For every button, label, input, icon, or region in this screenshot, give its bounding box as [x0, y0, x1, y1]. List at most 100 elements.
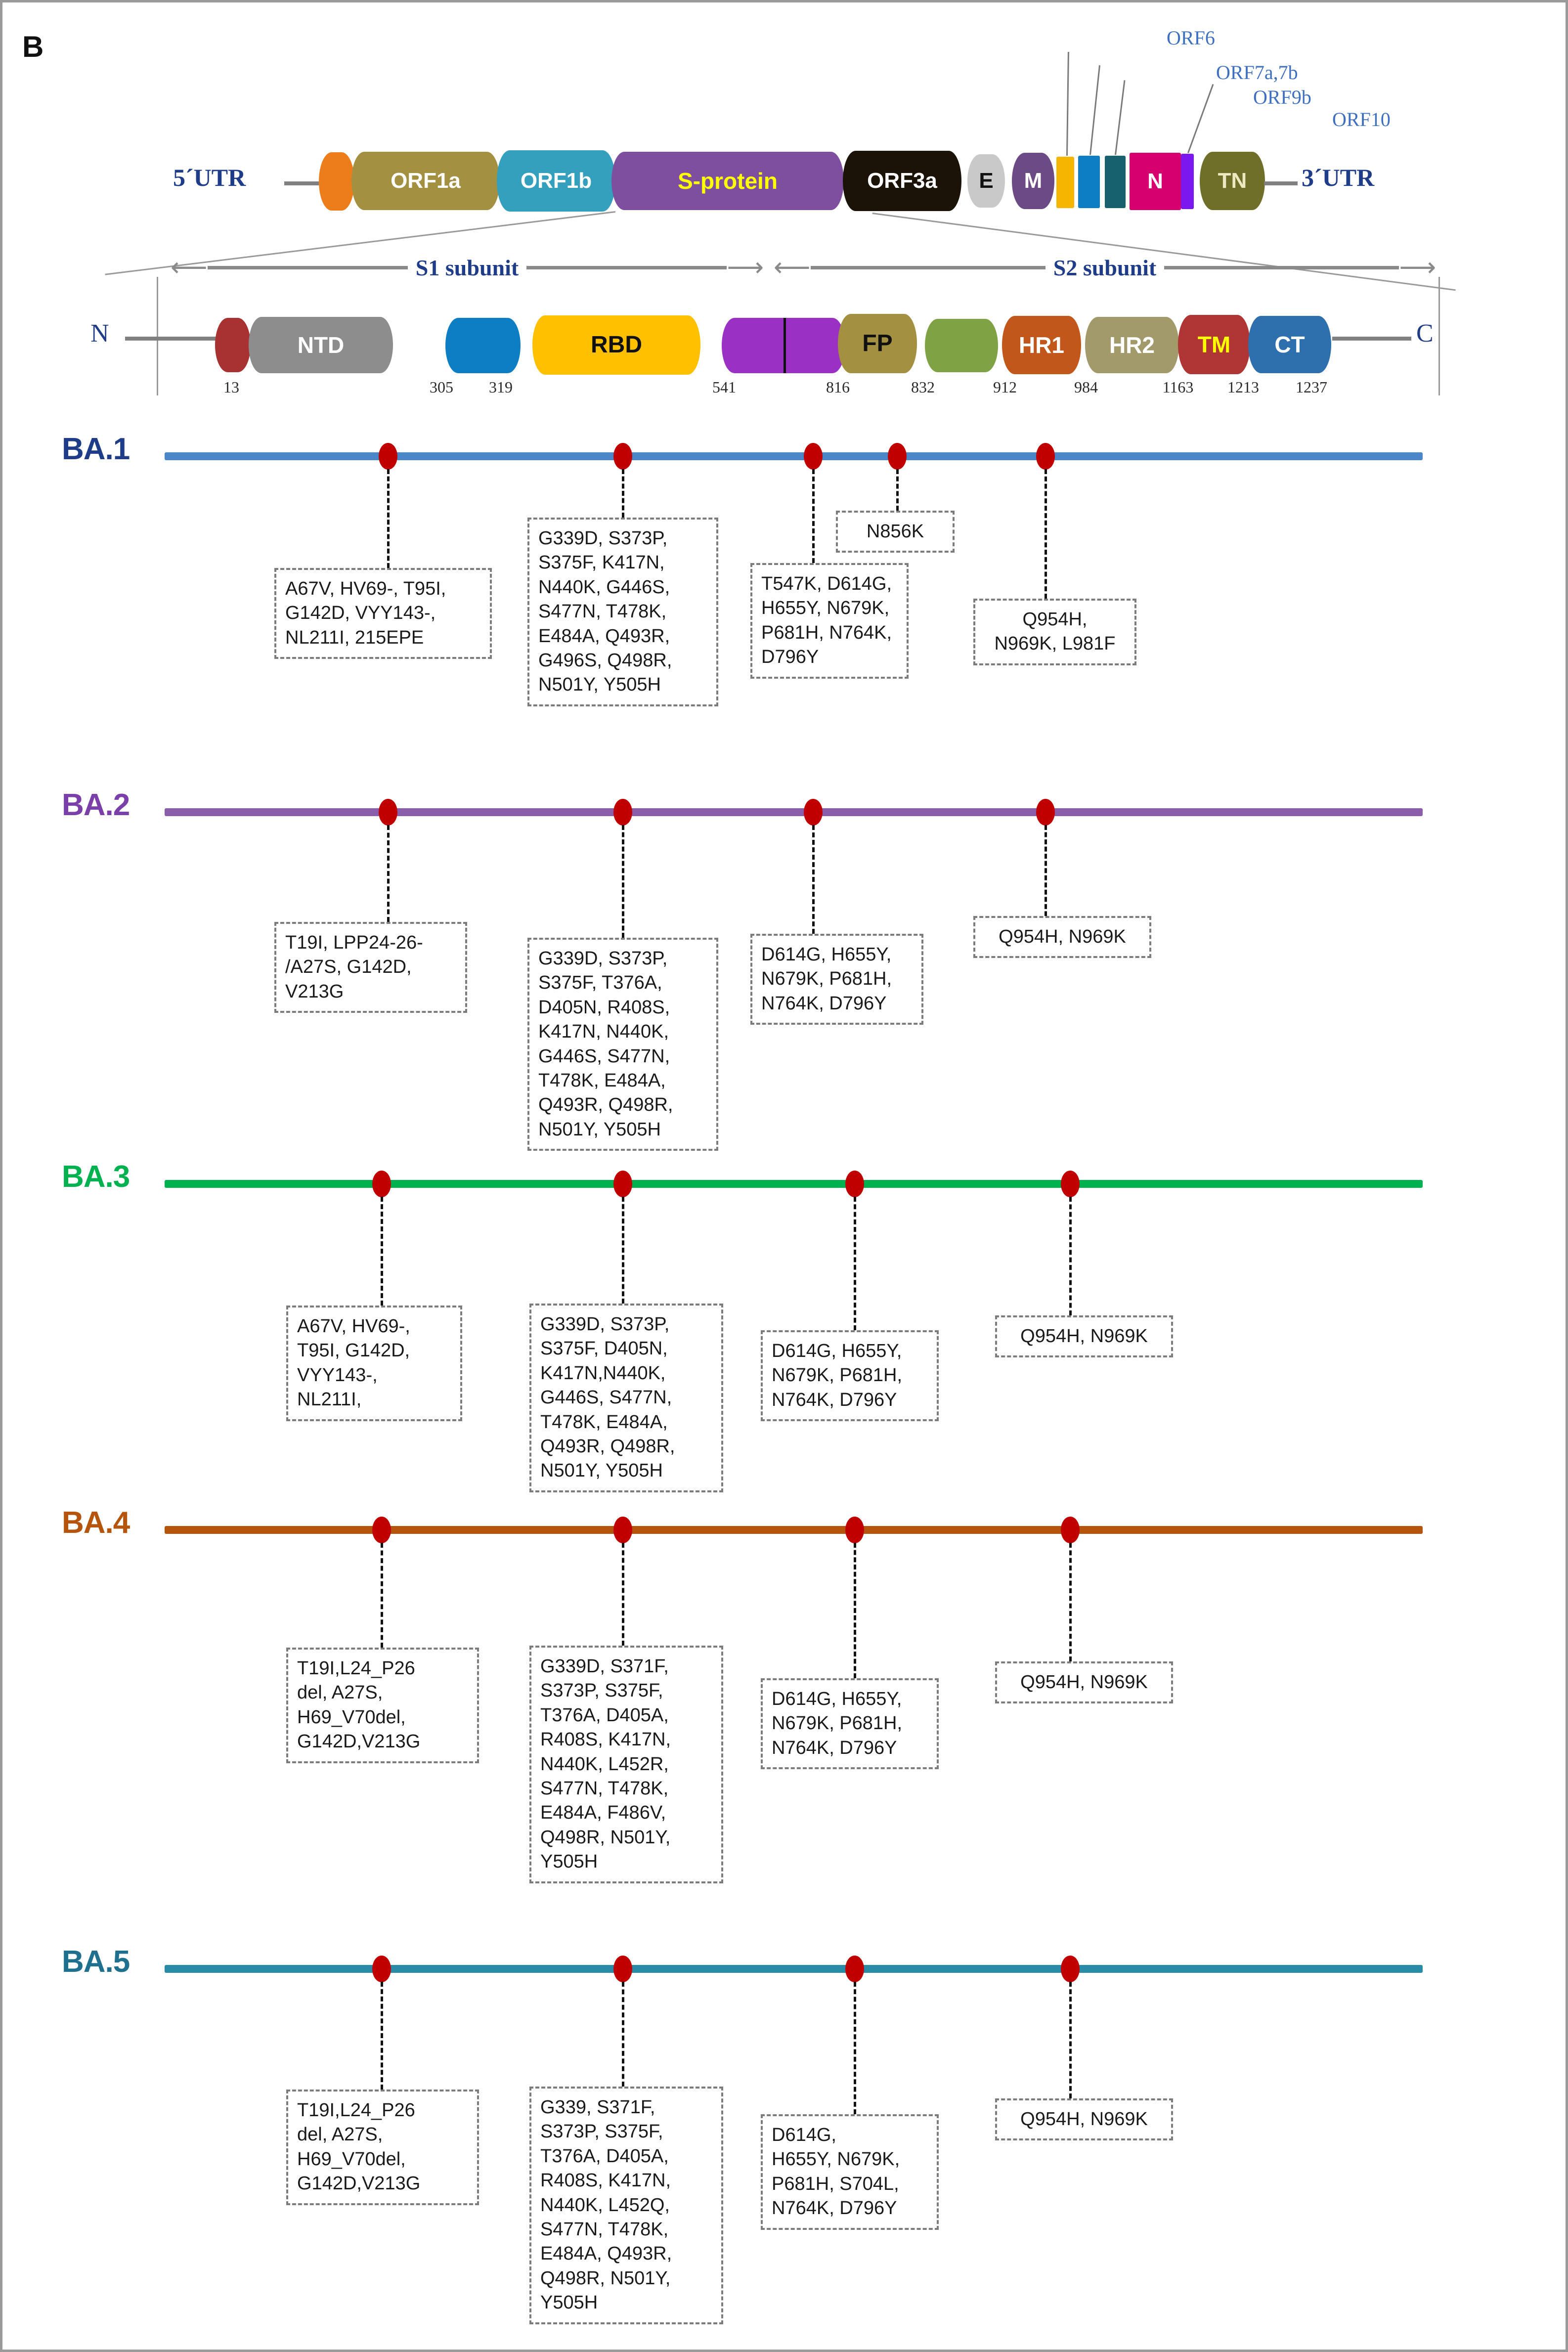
leader-line-orf10 — [1187, 84, 1214, 154]
leader-stem — [1069, 1543, 1072, 1661]
leader-line-orf6 — [1066, 52, 1069, 156]
variant-axis-ba4 — [165, 1526, 1423, 1534]
leader-stem — [622, 825, 624, 938]
leader-stem — [381, 1543, 383, 1648]
mutation-box: Q954H, N969K — [973, 916, 1151, 958]
spike-position-984: 984 — [1074, 378, 1098, 396]
mutation-marker[interactable] — [804, 443, 823, 470]
panel-label: B — [22, 30, 44, 63]
mutation-box: G339D, S373P, S375F, D405N, K417N,N440K,… — [529, 1304, 723, 1492]
wedge-edge-left — [157, 277, 158, 395]
variant-label-ba5: BA.5 — [62, 1945, 130, 1979]
spike-position-319: 319 — [489, 378, 513, 396]
spike-position-541: 541 — [712, 378, 736, 396]
spike-domain-signal — [215, 318, 251, 372]
mutation-marker[interactable] — [372, 1956, 391, 1982]
mutation-box: Q954H, N969K — [995, 2098, 1173, 2141]
mutation-marker[interactable] — [613, 799, 632, 826]
spike-axis-left — [125, 337, 219, 341]
mutation-box: T19I, LPP24-26- /A27S, G142D, V213G — [274, 922, 467, 1013]
mutation-marker[interactable] — [888, 443, 907, 470]
spike-domain-ct: CT — [1248, 316, 1331, 373]
gene-orf1b: ORF1b — [497, 150, 615, 212]
mutation-marker[interactable] — [372, 1171, 391, 1197]
mutation-box: G339D, S371F, S373P, S375F, T376A, D405A… — [529, 1646, 723, 1883]
mutation-marker[interactable] — [845, 1956, 864, 1982]
mutation-marker[interactable] — [379, 799, 397, 826]
leader-line-orf9b — [1115, 80, 1126, 155]
gene-orf10 — [1181, 154, 1194, 209]
leader-stem — [812, 469, 815, 563]
leader-stem — [387, 825, 390, 922]
genome-map: 5´UTR ORF1a ORF1b S-protein ORF3a E M N … — [2, 2, 1566, 235]
mutation-marker[interactable] — [804, 799, 823, 826]
s2-subunit-arrow: ⟵ S2 subunit ⟶ — [774, 255, 1436, 281]
mutation-marker[interactable] — [1061, 1956, 1080, 1982]
callout-label-orf6: ORF6 — [1167, 27, 1215, 49]
mutation-box: T19I,L24_P26 del, A27S, H69_V70del, G142… — [286, 2090, 479, 2205]
leader-stem — [381, 1197, 383, 1306]
mutation-marker[interactable] — [1061, 1171, 1080, 1197]
mutation-box: T547K, D614G, H655Y, N679K, P681H, N764K… — [750, 563, 909, 679]
leader-stem — [812, 825, 815, 934]
genome-axis-left — [284, 181, 319, 185]
variant-label-ba2: BA.2 — [62, 788, 130, 822]
gene-segment-leader — [319, 152, 354, 211]
mutation-marker[interactable] — [372, 1517, 391, 1543]
s2-subunit-label: S2 subunit — [1053, 255, 1157, 280]
mutation-box: D614G, H655Y, N679K, P681H, N764K, D796Y — [750, 934, 923, 1025]
mutation-marker[interactable] — [379, 443, 397, 470]
leader-stem — [622, 1982, 624, 2087]
s1-bar-2 — [526, 266, 727, 269]
mutation-box: D614G, H655Y, N679K, P681H, N764K, D796Y — [761, 1330, 939, 1422]
leader-stem — [1069, 1197, 1072, 1315]
gene-orf3a: ORF3a — [843, 151, 961, 211]
mutation-marker[interactable] — [1061, 1517, 1080, 1543]
s1-subunit-label: S1 subunit — [415, 255, 519, 280]
mutation-marker[interactable] — [613, 1956, 632, 1982]
variant-label-ba4: BA.4 — [62, 1506, 130, 1540]
leader-line-orf7a-7b — [1089, 65, 1101, 155]
mutation-box: Q954H, N969K — [995, 1315, 1173, 1358]
variant-axis-ba3 — [165, 1180, 1423, 1188]
leader-stem — [1045, 469, 1047, 599]
mutation-marker[interactable] — [613, 1517, 632, 1543]
leader-stem — [622, 1197, 624, 1304]
mutation-box: T19I,L24_P26 del, A27S, H69_V70del, G142… — [286, 1648, 479, 1763]
leader-stem — [854, 1197, 856, 1330]
arrow-left-icon-2: ⟵ — [774, 253, 811, 282]
mutation-marker[interactable] — [845, 1171, 864, 1197]
spike-domain-linker2 — [925, 319, 998, 372]
mutation-marker[interactable] — [1036, 443, 1055, 470]
mutation-box: G339, S371F, S373P, S375F, T376A, D405A,… — [529, 2087, 723, 2324]
gene-orf6 — [1056, 157, 1074, 208]
mutation-marker[interactable] — [613, 1171, 632, 1197]
gene-m: M — [1012, 153, 1054, 209]
spike-domain-hr2: HR2 — [1085, 317, 1179, 373]
s1-subunit-arrow: ⟵ S1 subunit ⟶ — [171, 255, 764, 281]
spike-axis-right — [1332, 337, 1411, 341]
spike-position-912: 912 — [993, 378, 1017, 396]
gene-orf1a: ORF1a — [351, 152, 500, 210]
spike-position-1213: 1213 — [1227, 378, 1259, 396]
mutation-marker[interactable] — [613, 443, 632, 470]
leader-stem — [622, 469, 624, 518]
mutation-box: Q954H, N969K, L981F — [973, 599, 1136, 665]
leader-stem — [1045, 825, 1047, 938]
furin-cleavage-divider — [784, 318, 786, 373]
spike-position-832: 832 — [911, 378, 935, 396]
leader-stem — [622, 1543, 624, 1646]
three-prime-utr-label: 3´UTR — [1302, 164, 1375, 191]
s2-bar — [810, 266, 1045, 269]
variant-axis-ba1 — [165, 452, 1423, 460]
leader-stem — [896, 469, 899, 511]
leader-stem — [387, 469, 390, 568]
mutation-marker[interactable] — [1036, 799, 1055, 826]
leader-stem — [854, 1543, 856, 1678]
mutation-box: Q954H, N969K — [995, 1661, 1173, 1704]
wedge-edge-right — [1438, 277, 1440, 395]
mutation-marker[interactable] — [845, 1517, 864, 1543]
mutation-box: A67V, HV69-, T95I, G142D, VYY143-, NL211… — [286, 1306, 462, 1421]
spike-domain-hr1: HR1 — [1002, 316, 1081, 374]
